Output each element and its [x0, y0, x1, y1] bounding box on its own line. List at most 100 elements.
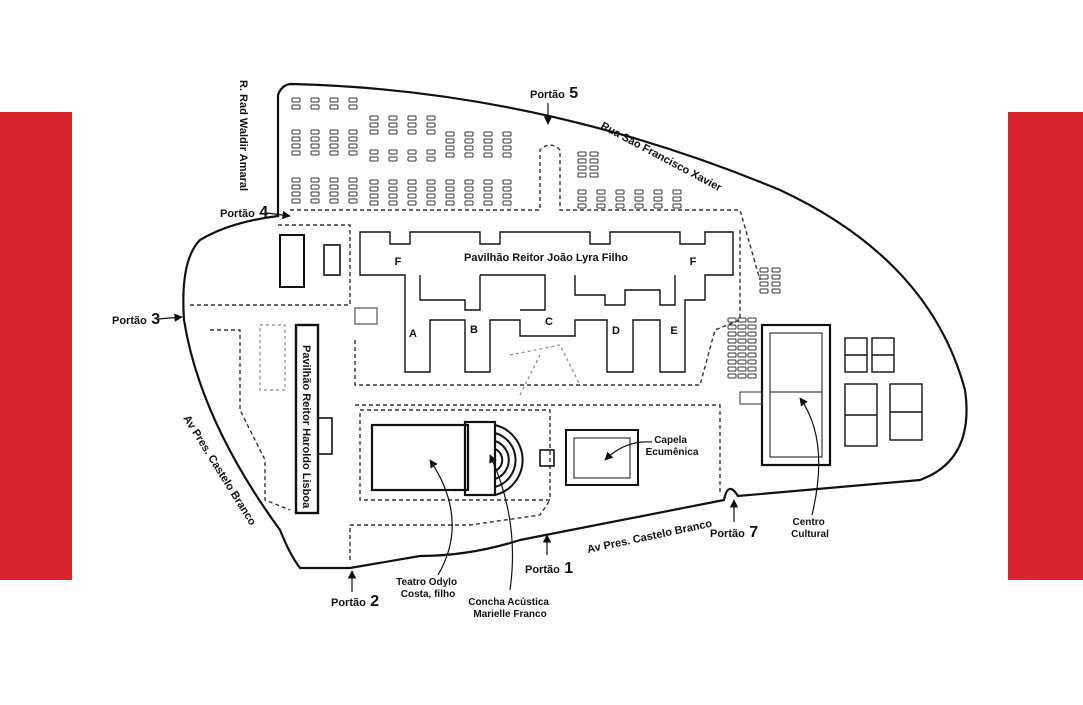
parking-slot	[737, 359, 747, 365]
parking-slot	[727, 366, 737, 372]
parking-slot	[426, 200, 436, 206]
small-building-nw	[279, 234, 305, 288]
parking-slot	[727, 359, 737, 365]
parking-slot	[464, 138, 474, 144]
parking-slot	[464, 200, 474, 206]
label-wing-f-right: F	[690, 256, 697, 268]
parking-slot	[329, 143, 339, 149]
parking-slot	[672, 189, 682, 195]
label-wing-e: E	[670, 325, 677, 337]
parking-slot	[615, 203, 625, 209]
parking-slot	[329, 198, 339, 204]
parking-slot	[596, 196, 606, 202]
parking-slot	[291, 184, 301, 190]
street-r-rad-waldir: R. Rad Waldir Amaral	[237, 80, 249, 191]
parking-slot	[291, 198, 301, 204]
parking-slot	[771, 267, 781, 273]
capela-inner	[573, 437, 631, 479]
parking-slot	[634, 189, 644, 195]
parking-slot	[369, 200, 379, 206]
gate-2-label: Portão 2	[331, 593, 379, 610]
centro-cultural-inner	[769, 332, 823, 458]
parking-slot	[615, 196, 625, 202]
parking-slot	[426, 156, 436, 162]
inner-path-left2	[259, 324, 286, 391]
gate-4-label: Portão 4	[220, 204, 268, 221]
label-wing-f-left: F	[395, 256, 402, 268]
parking-slot	[310, 129, 320, 135]
label-wing-a: A	[409, 328, 417, 340]
parking-slot	[672, 196, 682, 202]
parking-slot	[445, 200, 455, 206]
parking-slot	[737, 352, 747, 358]
parking-slot	[310, 184, 320, 190]
parking-slot	[747, 324, 757, 330]
parking-slot	[291, 97, 301, 103]
parking-slot	[464, 152, 474, 158]
parking-slot	[388, 200, 398, 206]
parking-slot	[747, 331, 757, 337]
parking-slot	[445, 152, 455, 158]
parking-slot	[653, 196, 663, 202]
parking-slot	[369, 186, 379, 192]
parking-slot	[483, 152, 493, 158]
inner-path-center	[359, 409, 551, 501]
parking-slot	[329, 136, 339, 142]
parking-slot	[329, 184, 339, 190]
inner-path-left	[210, 329, 291, 511]
parking-slot	[426, 193, 436, 199]
parking-slot	[634, 203, 644, 209]
parking-slot	[310, 104, 320, 110]
parking-slot	[445, 145, 455, 151]
parking-slot	[310, 198, 320, 204]
parking-slot	[596, 189, 606, 195]
inner-path-loop	[354, 230, 741, 386]
parking-slot	[426, 129, 436, 135]
parking-slot	[388, 149, 398, 155]
parking-slot	[615, 189, 625, 195]
parking-slot	[589, 151, 599, 157]
parking-slot	[759, 281, 769, 287]
label-concha: Concha Acústica Marielle Franco	[468, 597, 552, 620]
parking-slot	[483, 138, 493, 144]
parking-slot	[291, 143, 301, 149]
parking-slot	[348, 198, 358, 204]
parking-slot	[483, 200, 493, 206]
inner-path-plaza	[509, 344, 581, 396]
capela-porch	[539, 449, 555, 467]
centro-cultural	[760, 323, 832, 467]
parking-slot	[737, 345, 747, 351]
parking-slot	[310, 143, 320, 149]
parking-slot	[502, 131, 512, 137]
parking-slot	[577, 158, 587, 164]
parking-slot	[445, 138, 455, 144]
parking-slot	[737, 338, 747, 344]
parking-slot	[348, 184, 358, 190]
parking-slot	[445, 179, 455, 185]
parking-slot	[329, 129, 339, 135]
parking-slot	[291, 129, 301, 135]
parking-slot	[388, 129, 398, 135]
parking-slot	[388, 156, 398, 162]
pavilhao-joao-lyra-outline	[359, 231, 734, 373]
parking-slot	[483, 193, 493, 199]
parking-slot	[653, 189, 663, 195]
parking-slot	[329, 191, 339, 197]
parking-slot	[348, 104, 358, 110]
parking-slot	[388, 122, 398, 128]
parking-slot	[483, 186, 493, 192]
parking-slot	[727, 324, 737, 330]
parking-slot	[310, 136, 320, 142]
parking-slot	[348, 191, 358, 197]
parking-slot	[310, 177, 320, 183]
parking-slot	[464, 179, 474, 185]
parking-slot	[596, 203, 606, 209]
parking-slot	[407, 186, 417, 192]
label-wing-c: C	[545, 316, 553, 328]
gate-1-label: Portão 1	[525, 560, 573, 577]
parking-slot	[369, 129, 379, 135]
parking-slot	[747, 359, 757, 365]
parking-slot	[502, 179, 512, 185]
parking-slot	[291, 177, 301, 183]
parking-slot	[348, 150, 358, 156]
